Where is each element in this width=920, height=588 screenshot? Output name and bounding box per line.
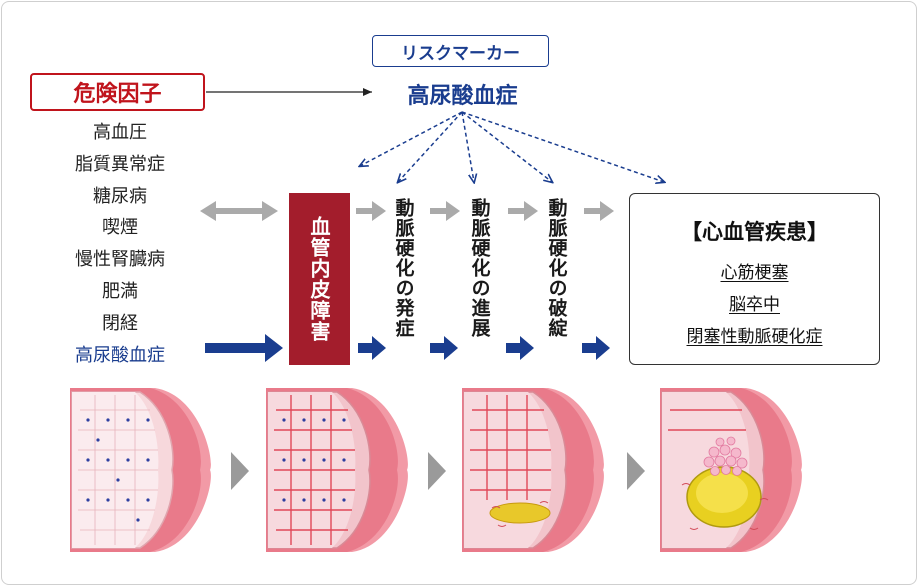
stage-arrow-3-icon: [627, 452, 645, 490]
risk-marker-box: リスクマーカー: [372, 35, 549, 67]
cvd-item: 閉塞性動脈硬化症: [686, 327, 823, 347]
vessel-stage-3-icon: [462, 388, 604, 552]
vessel-stage-1-icon: [70, 388, 211, 552]
stage-progression: 動脈硬化の進展: [468, 198, 491, 338]
risk-factor-list: 高血圧 脂質異常症 糖尿病 喫煙 慢性腎臓病 肥満 閉経 高尿酸血症: [40, 117, 200, 371]
stage-arrow-2-icon: [428, 452, 446, 490]
list-item: 閉経: [102, 312, 138, 334]
endothelial-damage-label: 血管内皮障害: [307, 216, 331, 342]
list-item: 肥満: [102, 280, 138, 302]
stage-arrow-1-icon: [231, 452, 249, 490]
gray-step-arrows: [356, 201, 614, 221]
list-item: 糖尿病: [93, 185, 147, 207]
stage-onset: 動脈硬化の発症: [392, 198, 415, 338]
risk-marker-condition: 高尿酸血症: [407, 84, 518, 109]
cvd-title: 【心血管疾患】: [681, 220, 828, 244]
vessel-stage-2-icon: [266, 388, 408, 552]
risk-factor-label: 危険因子: [73, 82, 162, 107]
list-item: 喫煙: [102, 217, 138, 239]
list-item-highlighted: 高尿酸血症: [75, 344, 165, 366]
marker-dashed-arrows: [360, 111, 664, 182]
cvd-item: 脳卒中: [729, 295, 780, 315]
endothelial-damage-box: 血管内皮障害: [289, 193, 350, 365]
cardiovascular-disease-box: 【心血管疾患】 心筋梗塞 脳卒中 閉塞性動脈硬化症: [629, 193, 880, 365]
risk-marker-label: リスクマーカー: [401, 43, 520, 64]
list-item: 高血圧: [93, 122, 147, 143]
list-item: 慢性腎臓病: [75, 249, 165, 271]
navy-arrows: [205, 334, 610, 362]
risk-factor-box: 危険因子: [30, 73, 205, 111]
stage-rupture: 動脈硬化の破綻: [545, 198, 568, 338]
list-item: 脂質異常症: [75, 153, 165, 175]
vessel-stage-4-icon: [660, 388, 802, 552]
double-gray-arrow: [200, 201, 278, 221]
cvd-item: 心筋梗塞: [720, 263, 789, 283]
